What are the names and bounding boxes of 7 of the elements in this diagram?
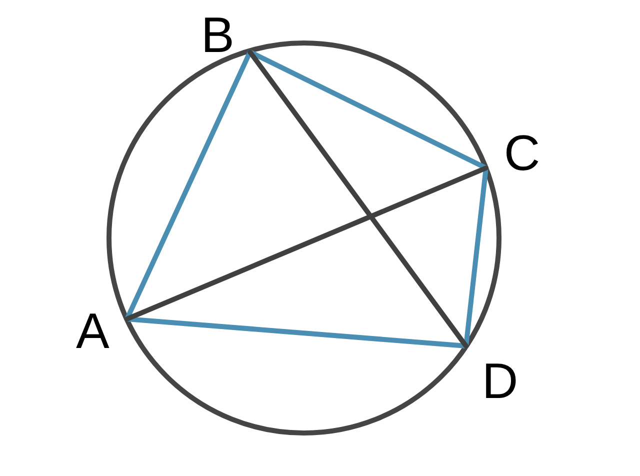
line-segment [124,166,488,322]
point-label: C [504,128,540,178]
point-label: B [201,10,234,60]
line-segment [248,50,488,170]
line-segment [248,50,468,348]
point-label: A [76,306,110,356]
point-label: D [482,356,518,406]
